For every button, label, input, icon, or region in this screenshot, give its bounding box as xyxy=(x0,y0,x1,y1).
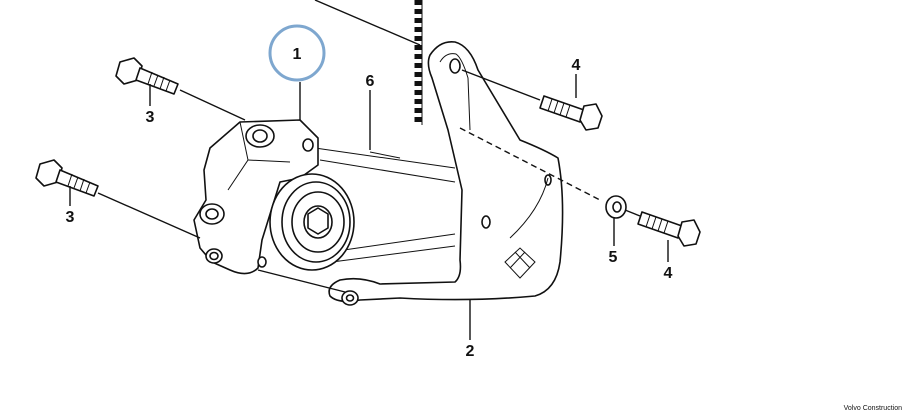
callout-6: 6 xyxy=(366,73,375,90)
callout-5: 5 xyxy=(609,249,618,266)
callout-4-lower: 4 xyxy=(664,265,673,282)
pump-pulley xyxy=(269,173,355,271)
drive-belt-part-6 xyxy=(314,90,456,263)
callout-2: 2 xyxy=(466,343,475,360)
callout-4-upper: 4 xyxy=(572,57,581,74)
bolt-part-4-lower xyxy=(637,211,701,247)
washer-part-5 xyxy=(605,195,627,219)
highlight-circle xyxy=(268,24,326,82)
bolt-part-3-lower xyxy=(35,159,99,197)
engine-block-edge xyxy=(414,0,423,125)
bracket-part-2 xyxy=(328,40,564,306)
leader-lines xyxy=(69,69,669,340)
callout-1: 1 xyxy=(293,46,302,63)
bolt-part-3-upper xyxy=(115,57,179,95)
footer-label: Volvo Construction xyxy=(843,405,902,412)
pump-body-part-1 xyxy=(193,119,319,275)
callout-3-upper: 3 xyxy=(146,109,155,126)
bolt-part-4-upper xyxy=(539,95,603,131)
leader-top-line xyxy=(314,0,421,46)
callout-3-lower: 3 xyxy=(66,209,75,226)
